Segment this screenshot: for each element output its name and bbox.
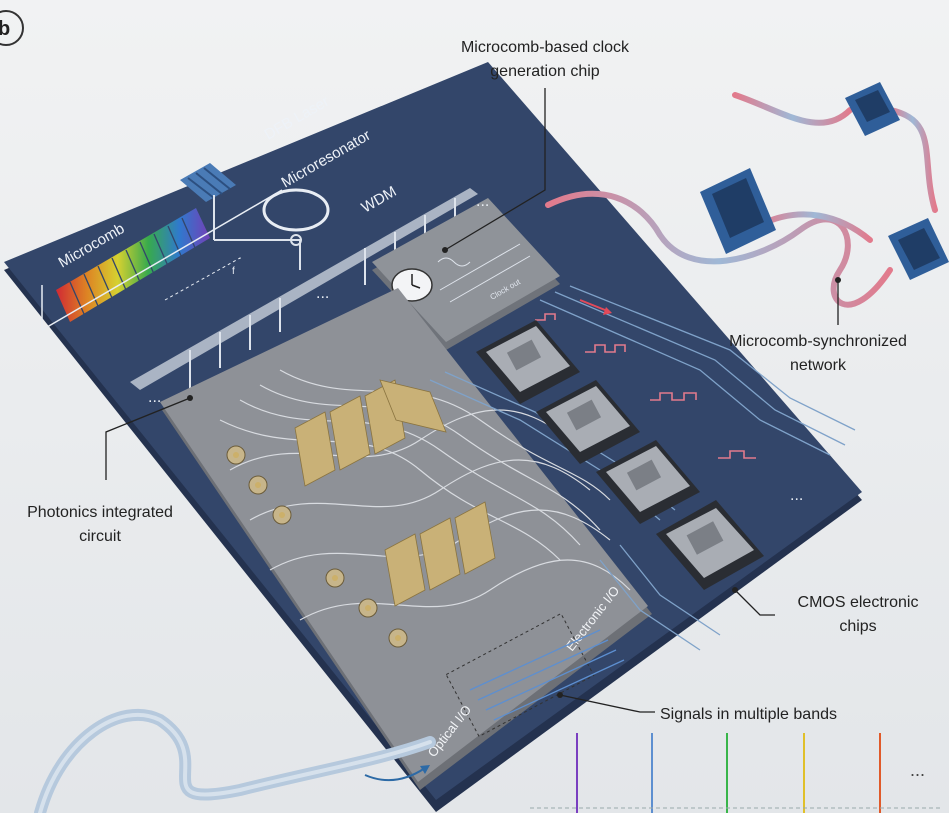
network-module-1 [845, 82, 900, 136]
network-pointer-dot [835, 277, 841, 283]
clock-chip-label-line1: Microcomb-based clock [461, 39, 630, 56]
clock-waveforms [535, 313, 756, 459]
network-module-3 [888, 218, 949, 280]
cmos-label-line1: CMOS electronic [798, 594, 919, 611]
cmos-chip-3 [596, 440, 700, 524]
cmos-chip-2 [536, 380, 640, 464]
cmos-pointer-dot [732, 587, 738, 593]
svg-text:f: f [232, 266, 235, 277]
signals-label: Signals in multiple bands [660, 706, 837, 723]
network-label-line1: Microcomb-synchronized [729, 333, 907, 350]
pic-label-line1: Photonics integrated [27, 504, 173, 521]
clock-chip-label-line2: generation chip [490, 63, 600, 80]
photonic-integrated-circuit: Electronic I/O Optical I/O [160, 288, 652, 790]
ellipsis-wdm-left: ... [148, 389, 161, 406]
signal-bands [530, 733, 940, 813]
clock-chip-pointer-dot [442, 247, 448, 253]
microcomb-spectrum: f [41, 189, 283, 331]
dfb-laser [180, 163, 236, 240]
pic-pointer-dot [187, 395, 193, 401]
cmos-label-line2: chips [839, 618, 876, 635]
leader-lines [105, 88, 839, 713]
ellipsis-wdm-top: ... [476, 193, 489, 210]
ellipsis-wdm-mid: ... [316, 285, 329, 302]
cmos-chip-4 [656, 500, 764, 590]
optical-fiber-input [34, 709, 436, 813]
microresonator [214, 188, 330, 270]
network-fibers [545, 92, 938, 308]
panel-letter: b [0, 10, 24, 46]
cmos-chip-1 [476, 320, 580, 404]
pic-label-line2: circuit [79, 528, 121, 545]
clock-chip: Clock out [372, 198, 560, 350]
ellipsis-bands: ... [910, 760, 925, 780]
svg-text:b: b [0, 18, 10, 40]
signals-pointer-dot [557, 692, 563, 698]
network-label-line2: network [790, 357, 847, 374]
ellipsis-cmos: ... [790, 487, 803, 504]
network-module-2 [700, 168, 776, 254]
